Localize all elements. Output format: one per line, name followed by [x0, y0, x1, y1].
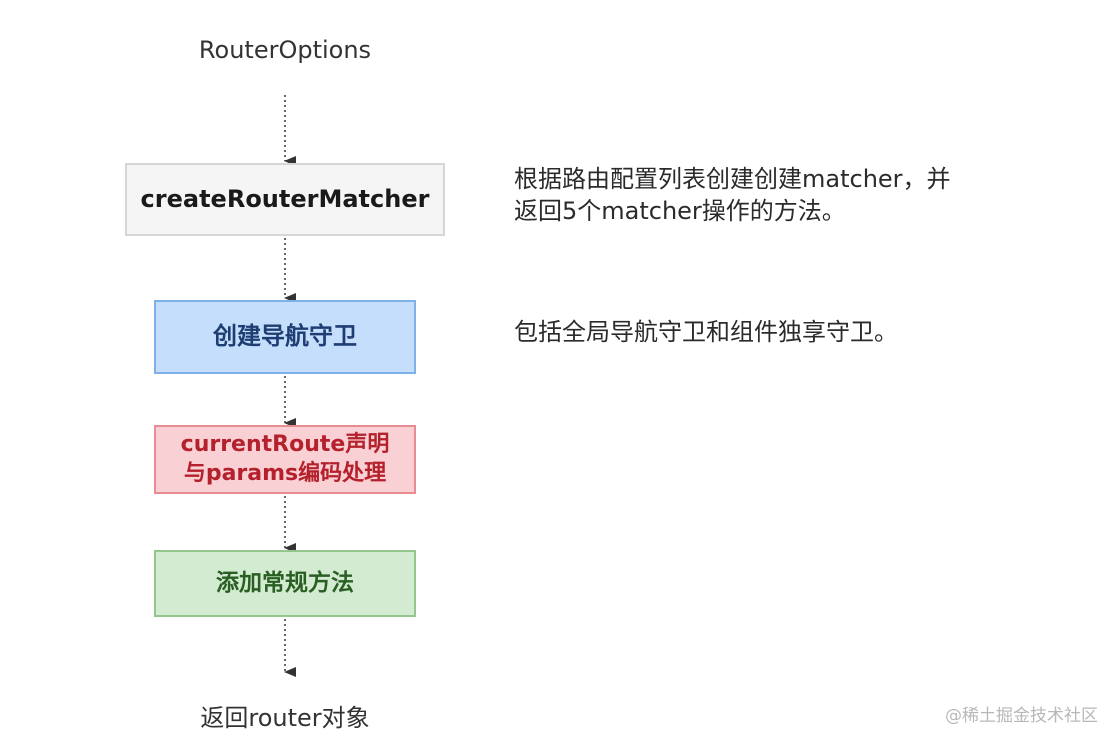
note-matcher-line1: 根据路由配置列表创建创建matcher，并 [514, 165, 951, 193]
end-label: 返回router对象 [200, 704, 370, 732]
node-add-common-methods: 添加常规方法 [154, 550, 416, 617]
node-create-navigation-guards-label: 创建导航守卫 [213, 322, 357, 351]
node-current-route-label-line2: 与params编码处理 [183, 460, 387, 486]
node-current-route-label-line1: currentRoute声明 [180, 431, 390, 457]
note-guards: 包括全局导航守卫和组件独享守卫。 [514, 316, 898, 348]
note-matcher: 根据路由配置列表创建创建matcher，并 返回5个matcher操作的方法。 [514, 163, 951, 227]
node-create-navigation-guards: 创建导航守卫 [154, 300, 416, 374]
note-guards-line1: 包括全局导航守卫和组件独享守卫。 [514, 318, 898, 346]
node-create-router-matcher-label: createRouterMatcher [140, 184, 430, 213]
node-current-route-params: currentRoute声明 与params编码处理 [154, 425, 416, 494]
node-add-common-methods-label: 添加常规方法 [216, 569, 354, 596]
watermark: @稀土掘金技术社区 [945, 706, 1098, 726]
start-label: RouterOptions [198, 36, 372, 64]
note-matcher-line2: 返回5个matcher操作的方法。 [514, 197, 846, 225]
node-create-router-matcher: createRouterMatcher [125, 163, 445, 236]
